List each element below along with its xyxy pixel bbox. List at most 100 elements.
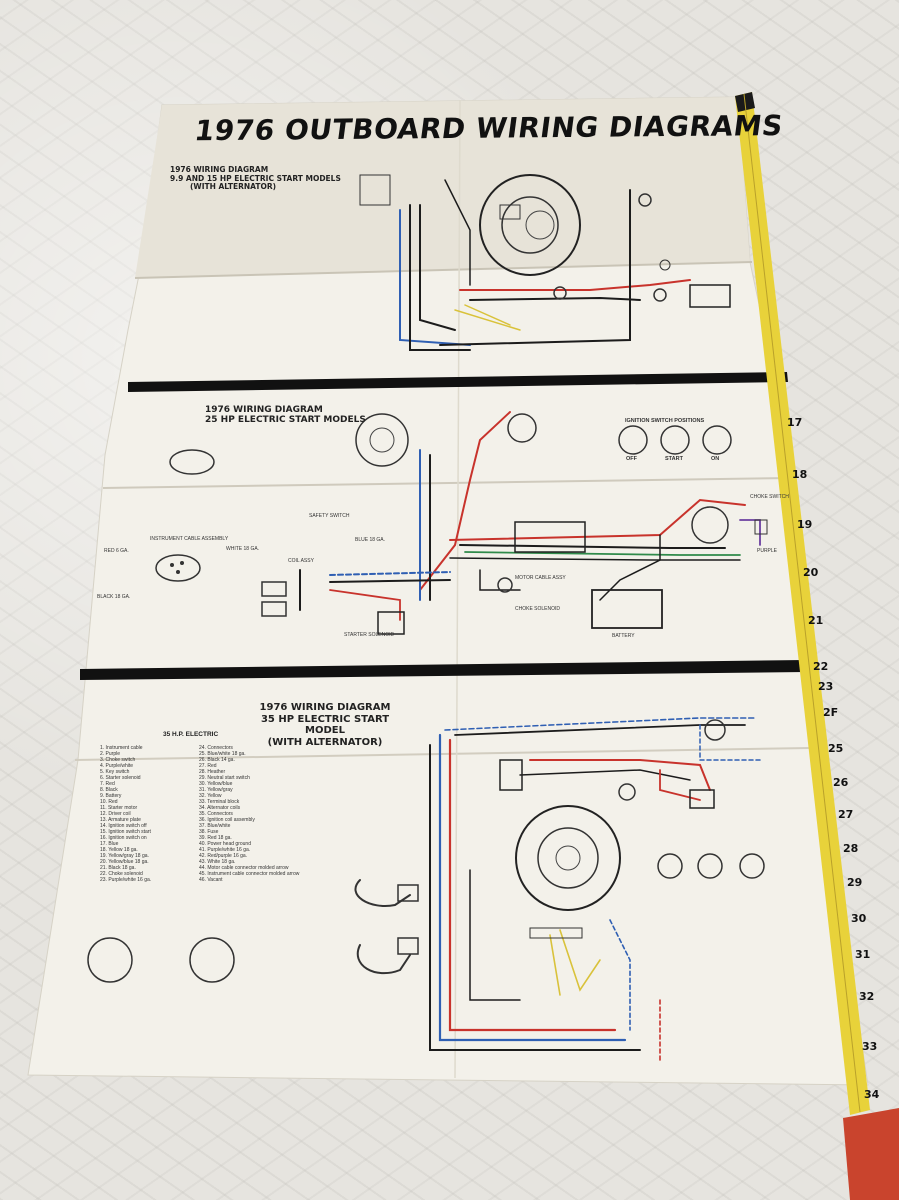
tape-number: 32 <box>859 990 875 1003</box>
tape-number: 22 <box>813 660 829 673</box>
motor-cable-label: MOTOR CABLE ASSY <box>515 575 566 581</box>
legend-item: 36. Ignition coil assembly <box>199 817 255 823</box>
tape-number: 28 <box>843 842 859 855</box>
legend-item: 5. Key switch <box>100 769 130 775</box>
legend-item: 37. Blue/white <box>199 823 231 829</box>
ignition-on-label: ON <box>711 456 720 462</box>
fold-line <box>454 99 461 1079</box>
tape-number: 29 <box>847 876 863 889</box>
legend-item: 40. Power head ground <box>199 841 251 847</box>
legend-item: 17. Blue <box>100 841 119 847</box>
legend-item: 26. Black 14 ga. <box>199 757 235 763</box>
diagram-section-3 <box>87 717 765 1061</box>
legend-item: 13. Armature plate <box>100 817 141 823</box>
tape-number: 2F <box>823 706 839 719</box>
choke-solenoid-label: CHOKE SOLENOID <box>515 606 561 612</box>
section3-title-line3: (WITH ALTERNATOR) <box>267 736 383 748</box>
legend-item: 21. Black 18 ga. <box>100 865 136 871</box>
section3-title-line2: 35 HP ELECTRIC START MODEL <box>260 713 390 737</box>
divider-bar <box>128 372 788 392</box>
instrument-cable-label: INSTRUMENT CABLE ASSEMBLY <box>150 536 229 542</box>
ignition-off-label: OFF <box>626 456 637 462</box>
fold-line <box>74 747 811 761</box>
legend-item: 2. Purple <box>100 751 121 757</box>
tape-number: 17 <box>787 416 803 429</box>
legend-item: 39. Red 18 ga. <box>199 835 232 841</box>
legend-item: 46. Vacant <box>199 877 223 883</box>
tape-measure <box>735 92 899 1200</box>
section1-title-line1: 1976 WIRING DIAGRAM <box>170 165 269 174</box>
legend-item: 32. Yellow <box>199 793 222 799</box>
legend-item: 18. Yellow 18 ga. <box>100 847 138 853</box>
legend-item: 11. Starter motor <box>100 805 138 811</box>
section1-heading: 1976 WIRING DIAGRAM 9.9 AND 15 HP ELECTR… <box>170 165 370 192</box>
legend-item: 19. Yellow/gray 18 ga. <box>100 853 149 859</box>
coil-assy-label: COIL ASSY <box>288 558 314 564</box>
top-panel <box>135 97 750 278</box>
legend-item: 3. Choke switch <box>100 757 136 763</box>
choke-switch-label: CHOKE SWITCH <box>750 494 789 500</box>
blue-18-label: BLUE 18 GA. <box>355 537 386 543</box>
legend-item: 34. Alternator coils <box>199 805 241 811</box>
legend-item: 6. Starter solenoid <box>100 775 141 781</box>
poster-title: 1976 OUTBOARD WIRING DIAGRAMS <box>192 109 786 148</box>
tape-number: 21 <box>808 614 824 627</box>
ignition-start-label: START <box>665 456 683 462</box>
legend-item: 27. Red <box>199 763 217 769</box>
tape-number: 18 <box>792 468 808 481</box>
legend-item: 23. Purple/white 16 ga. <box>100 877 152 883</box>
legend-item: 43. White 18 ga. <box>199 859 236 865</box>
section1-title-line3: (WITH ALTERNATOR) <box>190 182 277 192</box>
section1-title-line2: 9.9 AND 15 HP ELECTRIC START MODELS <box>170 173 341 183</box>
diagram-section-1 <box>359 174 731 351</box>
legend-item: 41. Purple/white 16 ga. <box>199 847 251 853</box>
legend-item: 4. Purple/white <box>100 763 134 769</box>
tape-number: 20 <box>803 566 819 579</box>
legend-item: 38. Fuse <box>199 829 219 835</box>
legend-item: 24. Connectors <box>199 745 233 751</box>
legend-item: 25. Blue/white 18 ga. <box>199 751 246 757</box>
tape-number: 27 <box>838 808 854 821</box>
legend-item: 45. Instrument cable connector molded ar… <box>199 871 300 877</box>
legend-item: 42. Red/purple 16 ga. <box>199 853 248 859</box>
section2-title-line2: 25 HP ELECTRIC START MODELS <box>205 415 366 426</box>
legend-item: 44. Motor cable connector molded arrow <box>199 865 289 871</box>
section2-heading: 1976 WIRING DIAGRAM 25 HP ELECTRIC START… <box>205 405 385 426</box>
tape-number: 25 <box>828 742 844 755</box>
ignition-positions-label: IGNITION SWITCH POSITIONS <box>625 418 705 424</box>
divider-bar <box>80 660 806 680</box>
legend-item: 1. Instrument cable <box>100 745 143 751</box>
section3-heading: 1976 WIRING DIAGRAM 35 HP ELECTRIC START… <box>250 702 400 748</box>
tape-number: 19 <box>797 518 813 531</box>
purple-label: PURPLE <box>757 548 778 554</box>
legend-item: 20. Yellow/blue 18 ga. <box>100 859 149 865</box>
tape-number: 34 <box>864 1088 880 1101</box>
legend-item: 28. Heather <box>199 769 226 775</box>
legend-item: 10. Red <box>100 799 118 805</box>
tape-number: 23 <box>818 680 834 693</box>
fold-line <box>134 261 753 279</box>
section2-title-line1: 1976 WIRING DIAGRAM <box>205 405 323 415</box>
tape-number: 33 <box>862 1040 878 1053</box>
white-18-label: WHITE 18 GA. <box>226 546 260 552</box>
legend-item: 31. Yellow/gray <box>199 787 233 793</box>
red-6-label: RED 6 GA. <box>104 548 129 554</box>
starter-solenoid-label: STARTER SOLENOID <box>344 632 395 638</box>
tape-number: 31 <box>855 948 871 961</box>
black-18-label: BLACK 18 GA. <box>97 594 131 600</box>
diagram-section-2 <box>155 411 768 635</box>
legend-item: 7. Red <box>100 781 115 787</box>
legend-item: 9. Battery <box>100 793 122 799</box>
legend-item: 29. Neutral start switch <box>199 775 250 781</box>
legend-item: 35. Connectors <box>199 811 233 817</box>
legend-item: 33. Terminal block <box>199 799 240 805</box>
legend-item: 16. Ignition switch on <box>100 835 147 841</box>
legend-item: 30. Yellow/blue <box>199 781 233 787</box>
section3-title-line1: 1976 WIRING DIAGRAM <box>259 702 391 713</box>
legend-item: 14. Ignition switch off <box>100 823 147 829</box>
battery-label: BATTERY <box>612 633 635 639</box>
model-label: 35 H.P. ELECTRIC <box>163 731 219 738</box>
legend-item: 15. Ignition switch start <box>100 829 151 835</box>
legend-item: 8. Black <box>100 787 118 793</box>
